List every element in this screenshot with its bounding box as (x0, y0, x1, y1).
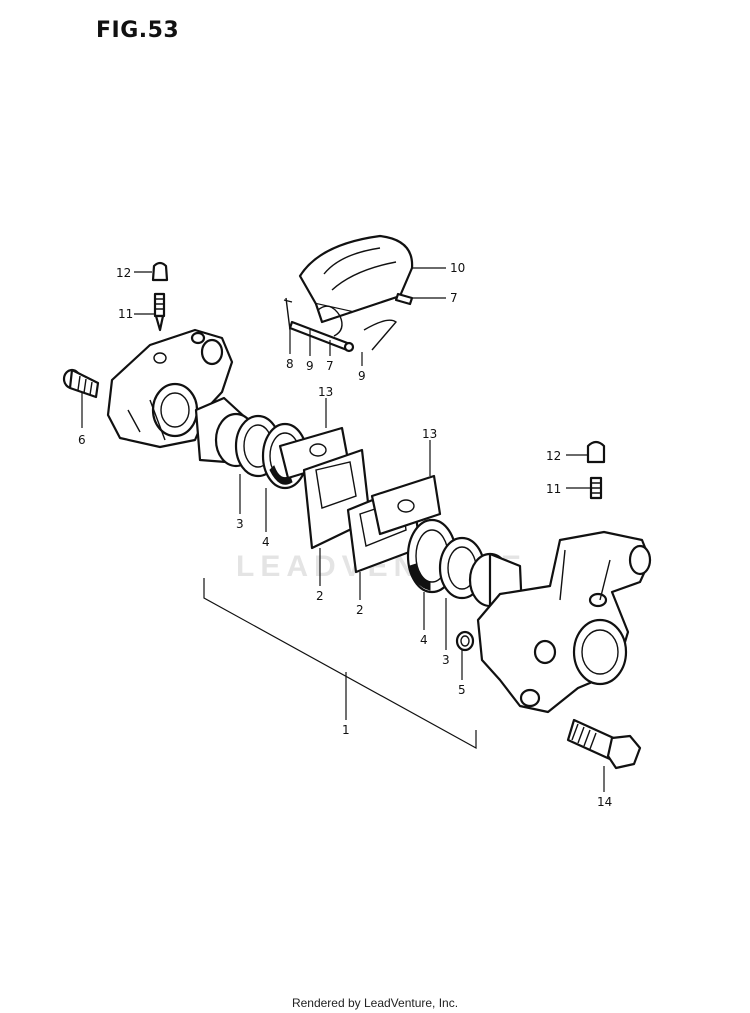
caliper-left-half (106, 328, 234, 449)
callout-1: 1 (342, 723, 350, 737)
spring-clip-9 (317, 305, 398, 351)
callout-12-right: 12 (546, 449, 561, 463)
callout-13-right: 13 (422, 427, 437, 441)
callout-9-right: 9 (358, 369, 366, 383)
clip-8 (283, 297, 293, 331)
callout-11: 11 (118, 307, 133, 321)
callout-8: 8 (286, 357, 294, 371)
callout-3-right: 3 (442, 653, 450, 667)
callout-2-left: 2 (316, 589, 324, 603)
pad-pin-7 (288, 320, 355, 353)
callout-7-lower: 7 (326, 359, 334, 373)
callout-13-left: 13 (318, 385, 333, 399)
callout-10: 10 (450, 261, 465, 275)
footer-credit: Rendered by LeadVenture, Inc. (291, 996, 459, 1010)
washer-5 (455, 630, 475, 652)
callout-3-left: 3 (236, 517, 244, 531)
callout-7-upper: 7 (450, 291, 458, 305)
callout-4-right: 4 (420, 633, 428, 647)
callout-14: 14 (597, 795, 612, 809)
assembly-bracket-1 (203, 578, 477, 750)
callout-11-right: 11 (546, 482, 561, 496)
callout-12: 12 (116, 266, 131, 280)
leader-lines (81, 267, 605, 792)
bolt-6 (62, 368, 100, 399)
callout-9-left: 9 (306, 359, 314, 373)
pad-shim-13-right (370, 474, 442, 536)
callout-6: 6 (78, 433, 86, 447)
callout-5: 5 (458, 683, 466, 697)
pin-7-small (394, 292, 414, 306)
callout-4-left: 4 (262, 535, 270, 549)
callout-labels: 12 11 6 10 7 8 9 7 9 13 13 3 4 2 2 12 11… (78, 261, 612, 809)
caliper-right-half (476, 530, 652, 714)
pad-cover-10 (298, 234, 414, 324)
bleeder-valve-right (586, 440, 606, 500)
figure-title: FIG.53 (96, 18, 180, 43)
callout-2-right: 2 (356, 603, 364, 617)
bleeder-valve-left (151, 261, 169, 332)
mounting-bolt-14 (566, 718, 642, 770)
